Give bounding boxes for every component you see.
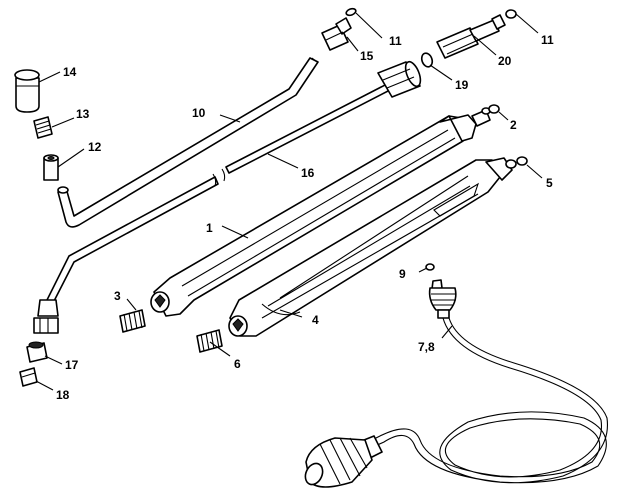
part-16-coupling-nut [377,60,422,98]
callout-16: 16 [301,166,315,180]
callout-2: 2 [510,118,517,132]
callout-18: 18 [56,388,70,402]
callout-7-8: 7,8 [418,340,435,354]
part-1-spray-wand [150,107,491,317]
part-15-fitting [321,17,352,51]
callout-19: 19 [455,78,469,92]
part-18-nozzle-tip [19,367,38,387]
part-5-o-ring [516,156,528,166]
lance-end-fitting [33,299,59,334]
callout-15: 15 [360,49,374,63]
part-3-spring [119,309,146,333]
part-19-o-ring [420,52,434,68]
leader-lines [35,12,543,391]
callout-3: 3 [114,289,121,303]
callout-11-top: 11 [389,34,402,48]
part-11-o-ring [345,7,357,17]
callout-6: 6 [234,357,241,371]
callout-13: 13 [76,107,90,121]
part-4-trigger-handle [228,157,517,337]
part-12-fitting [43,154,59,181]
part-13-threaded-nozzle [33,116,53,139]
callout-14: 14 [63,65,77,79]
part-7-8-pressure-hose [304,279,609,488]
part-17-nut [26,341,48,363]
callout-5: 5 [546,176,553,190]
part-10-bent-lance [57,57,319,228]
callout-12: 12 [88,140,102,154]
part-11-o-ring-b [505,9,517,19]
callout-20: 20 [498,54,512,68]
callout-labels: 14 13 12 10 11 15 11 20 19 2 16 1 5 3 4 … [56,33,554,402]
callout-10: 10 [192,106,206,120]
part-2-o-ring [488,104,500,114]
callout-4: 4 [312,313,319,327]
part-20-quick-coupler [436,14,506,59]
callout-1: 1 [206,221,213,235]
callout-11-right: 11 [541,33,554,47]
part-14-nozzle-cap [14,69,40,113]
part-6-spring [196,329,223,353]
callout-17: 17 [65,358,79,372]
callout-9: 9 [399,267,406,281]
part-9-o-ring [425,263,435,271]
